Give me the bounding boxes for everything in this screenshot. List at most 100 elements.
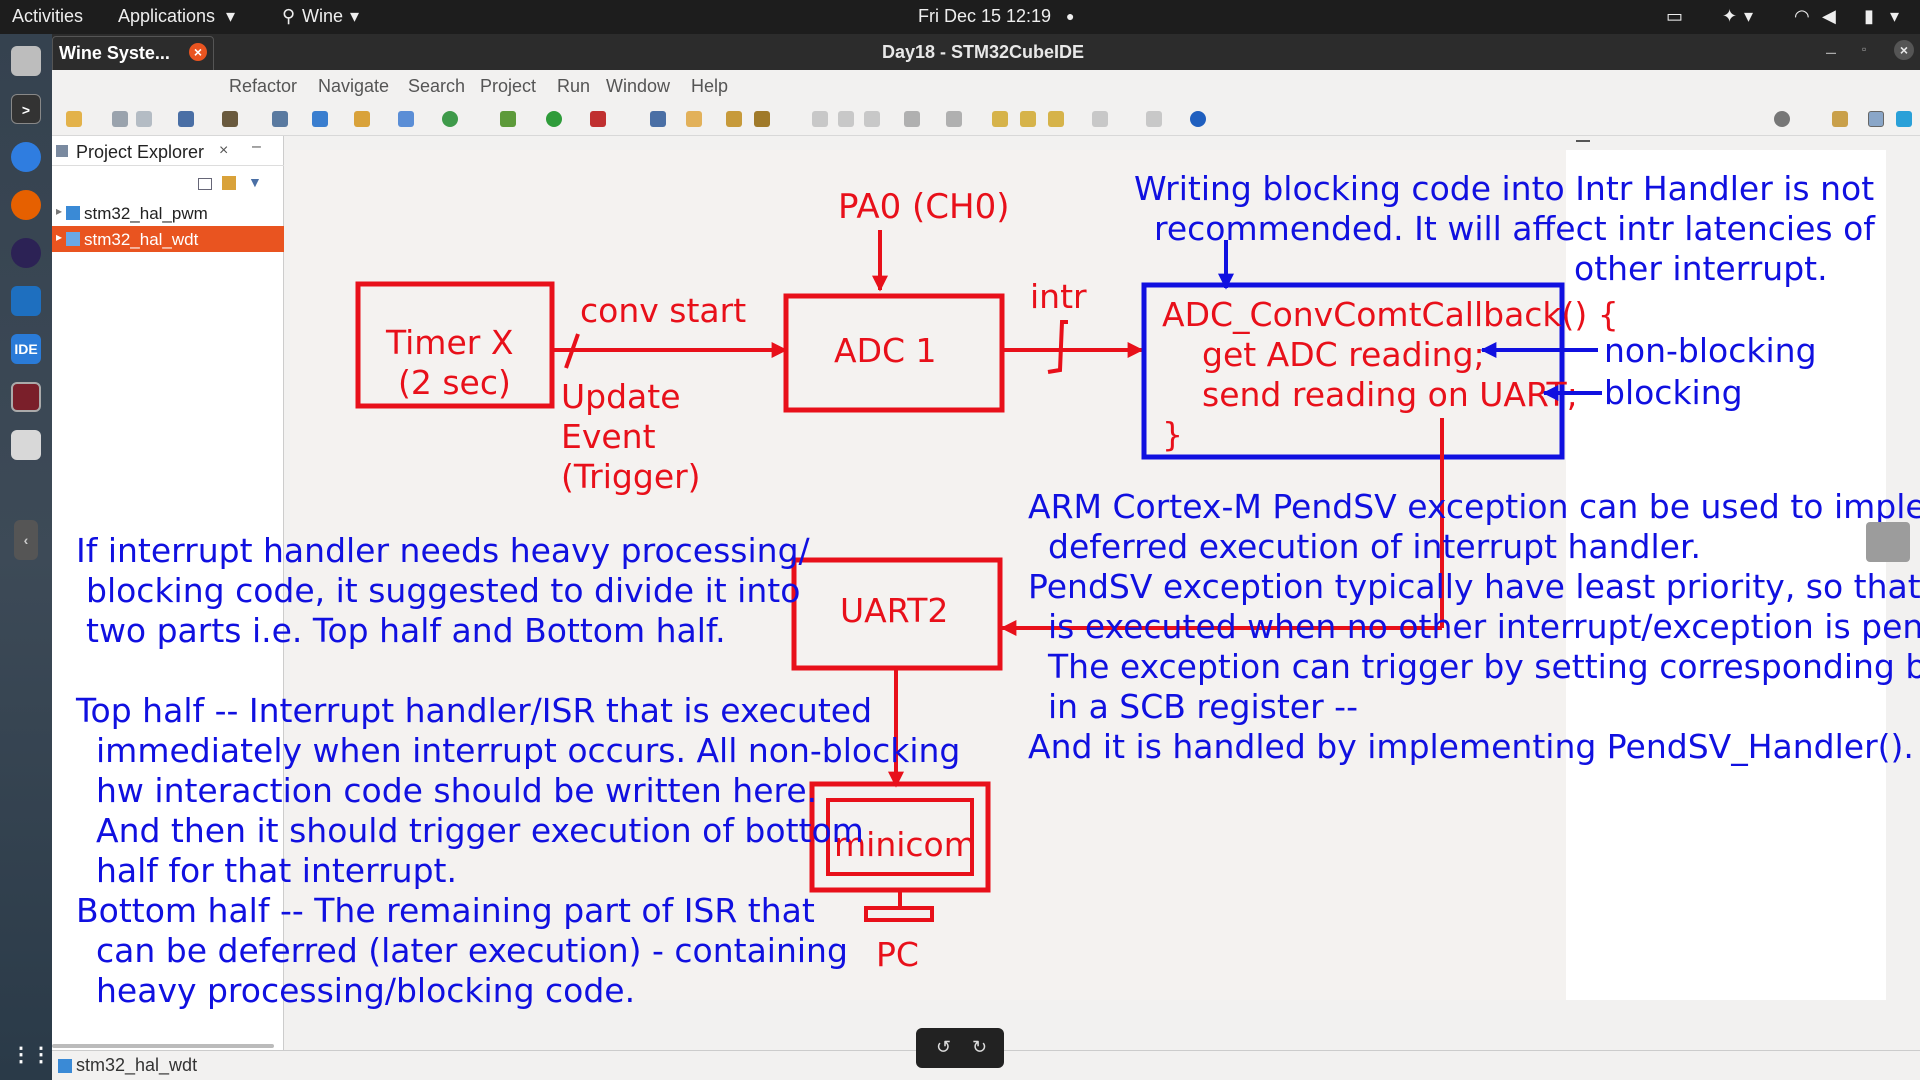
explorer-minimize-icon[interactable]: – <box>252 138 261 155</box>
ide-project-icon <box>66 206 80 220</box>
skip-breakpoints-icon[interactable] <box>650 111 666 127</box>
accessibility-chevron-icon: ▾ <box>1744 6 1754 26</box>
whiteboard-right-margin <box>1566 150 1886 1000</box>
project-item[interactable]: ▸ stm32_hal_pwm <box>52 200 284 226</box>
pin-editor-icon[interactable] <box>1146 111 1162 127</box>
stm32cubeide-icon[interactable]: IDE <box>11 334 41 364</box>
search-icon[interactable] <box>1774 111 1790 127</box>
run-icon[interactable] <box>546 111 562 127</box>
open-task-icon[interactable] <box>754 111 770 127</box>
new-folder-icon[interactable] <box>354 111 370 127</box>
external-tools-icon[interactable] <box>590 111 606 127</box>
left-note-line9: Bottom half -- The remaining part of ISR… <box>76 891 815 930</box>
project-name: stm32_hal_pwm <box>84 204 208 223</box>
annotation-control-bar: ↺ ↻ <box>916 1028 1004 1068</box>
back-icon[interactable] <box>1048 111 1064 127</box>
toggle-block-icon[interactable] <box>838 111 854 127</box>
maximize-icon[interactable]: ▫ <box>1862 42 1867 56</box>
pendsv-line3: PendSV exception typically have least pr… <box>1028 567 1920 606</box>
activities-button[interactable]: Activities <box>12 6 84 26</box>
callback-line1: ADC_ConvComtCallback() { <box>1162 295 1619 334</box>
popup-close-icon[interactable]: × <box>189 43 207 61</box>
terminal-icon[interactable]: > <box>11 94 41 124</box>
left-note-line8: half for that interrupt. <box>96 851 457 890</box>
wifi-icon[interactable]: ◠ <box>1794 6 1810 26</box>
firefox-icon[interactable] <box>11 190 41 220</box>
info-icon[interactable] <box>1190 111 1206 127</box>
screen-icon[interactable]: ▭ <box>1666 6 1684 26</box>
blocking-label: blocking <box>1604 373 1743 412</box>
minimize-icon[interactable]: – <box>1826 42 1837 62</box>
project-item-selected[interactable]: ▸ stm32_hal_wdt <box>52 226 284 252</box>
forward-icon[interactable] <box>1092 111 1108 127</box>
menu-window[interactable]: Window <box>606 76 671 96</box>
save-all-icon[interactable] <box>136 111 152 127</box>
callback-box <box>1141 282 1565 460</box>
editor-minimize-icon[interactable] <box>1576 140 1590 142</box>
applications-chevron-icon: ▾ <box>226 6 236 26</box>
refresh-icon[interactable] <box>442 111 458 127</box>
menu-refactor[interactable]: Refactor <box>229 76 298 96</box>
explorer-tab-close-icon[interactable]: × <box>219 142 229 159</box>
open-type-icon[interactable] <box>726 111 742 127</box>
mx-perspective-icon[interactable] <box>1896 111 1912 127</box>
timer-period: (2 sec) <box>398 363 511 402</box>
next-slide-button[interactable] <box>1866 522 1910 562</box>
last-edit-icon[interactable] <box>992 111 1008 127</box>
debug-icon[interactable] <box>500 111 516 127</box>
menu-navigate[interactable]: Navigate <box>318 76 390 96</box>
expand-arrow-icon[interactable]: ▸ <box>56 204 63 218</box>
applications-menu[interactable]: Applications <box>118 6 216 26</box>
prev-annotation-icon[interactable] <box>946 111 962 127</box>
window-title: Day18 - STM32CubeIDE <box>882 42 1085 62</box>
update-event-line2: Event <box>561 417 656 456</box>
expand-arrow-icon[interactable]: ▸ <box>56 230 63 244</box>
eclipse-icon[interactable] <box>11 238 41 268</box>
clock[interactable]: Fri Dec 15 12:19 <box>918 6 1052 26</box>
new-icon[interactable] <box>66 111 82 127</box>
battery-icon[interactable]: ▮ <box>1864 6 1874 26</box>
link-editor-icon[interactable] <box>222 176 236 190</box>
explorer-tab-label[interactable]: Project Explorer <box>76 142 205 162</box>
toolbar <box>52 102 1920 136</box>
new-file-icon[interactable] <box>398 111 414 127</box>
undo-icon[interactable]: ↺ <box>936 1037 952 1057</box>
pc-monitor-inner <box>826 798 974 876</box>
cpp-perspective-icon[interactable] <box>1868 111 1884 127</box>
toggle-mark-icon[interactable] <box>812 111 828 127</box>
collapse-all-icon[interactable] <box>198 178 212 190</box>
filter-icon[interactable]: ▼ <box>248 174 262 190</box>
next-annotation-icon[interactable] <box>904 111 920 127</box>
system-menu-chevron-icon[interactable]: ▾ <box>1890 6 1900 26</box>
document-viewer-icon[interactable] <box>11 430 41 460</box>
build-target-icon[interactable] <box>272 111 288 127</box>
whitespace-icon[interactable] <box>864 111 880 127</box>
nonblocking-label: non-blocking <box>1604 331 1817 370</box>
redo-icon[interactable]: ↻ <box>972 1037 988 1057</box>
window-titlebar: Day18 - STM32CubeIDE – ▫ × <box>52 34 1920 70</box>
save-icon[interactable] <box>112 111 128 127</box>
explorer-hscrollbar[interactable] <box>52 1044 274 1048</box>
menu-project[interactable]: Project <box>480 76 537 96</box>
forward-edit-icon[interactable] <box>1020 111 1036 127</box>
new-project-icon[interactable] <box>312 111 328 127</box>
accessibility-icon[interactable]: ✦ <box>1722 6 1738 26</box>
window-close-icon[interactable]: × <box>1894 40 1914 60</box>
files-icon[interactable] <box>11 46 41 76</box>
wine-menu[interactable]: Wine <box>302 6 344 26</box>
volume-icon[interactable]: ◀ <box>1822 6 1836 26</box>
hand-icon[interactable] <box>686 111 702 127</box>
open-perspective-icon[interactable] <box>1832 111 1848 127</box>
pa0-label: PA0 (CH0) <box>838 187 1010 227</box>
build-icon[interactable] <box>222 111 238 127</box>
debug-config-icon[interactable] <box>178 111 194 127</box>
dock-collapse-icon[interactable]: ‹ <box>14 520 38 560</box>
menu-run[interactable]: Run <box>557 76 591 96</box>
menu-search[interactable]: Search <box>408 76 466 96</box>
wine-icon[interactable] <box>11 382 41 412</box>
chrome-icon[interactable] <box>11 142 41 172</box>
menu-help[interactable]: Help <box>691 76 729 96</box>
show-apps-icon[interactable]: ⋮⋮ <box>11 1044 51 1066</box>
vscode-icon[interactable] <box>11 286 41 316</box>
update-event-line3: (Trigger) <box>561 457 701 496</box>
